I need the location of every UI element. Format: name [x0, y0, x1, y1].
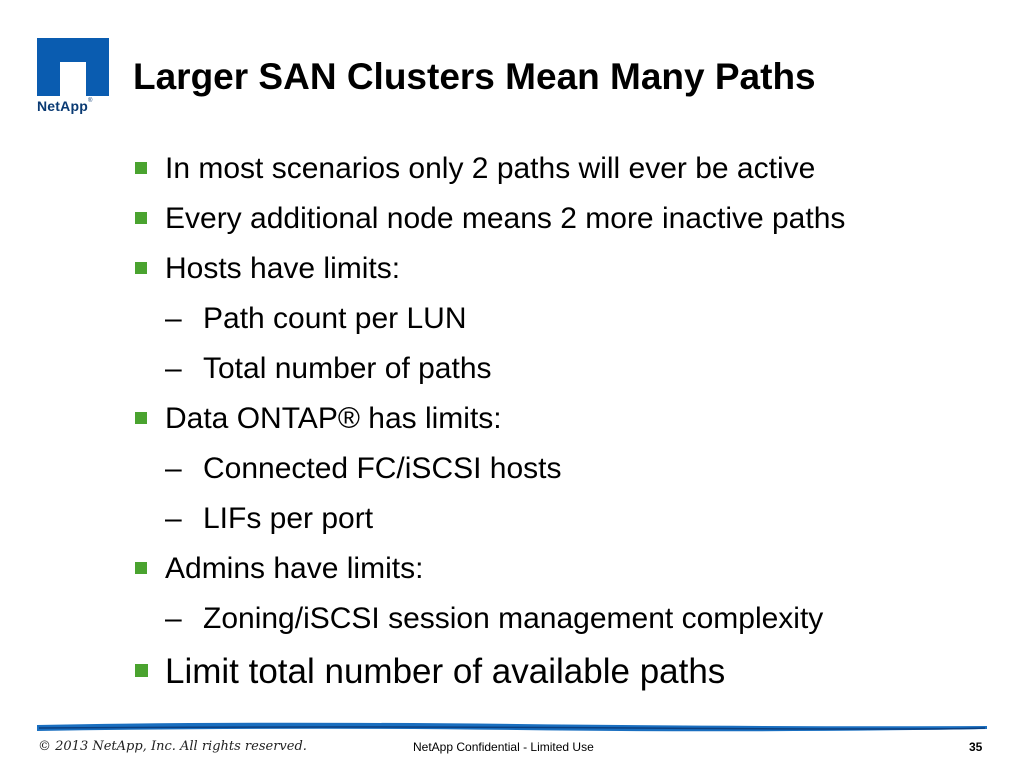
- bullet-square-icon: [135, 664, 148, 677]
- copyright-text: © 2013 NetApp, Inc. All rights reserved.: [38, 739, 307, 754]
- dash-marker: –: [165, 602, 182, 635]
- logo-name: NetApp: [37, 98, 88, 114]
- dash-marker: –: [165, 502, 182, 535]
- sub-bullet-text: Total number of paths: [203, 352, 492, 385]
- confidential-notice: NetApp Confidential - Limited Use: [413, 740, 594, 754]
- bullet-square-icon: [135, 412, 147, 424]
- sub-bullet-text: Path count per LUN: [203, 302, 467, 335]
- dash-marker: –: [165, 302, 182, 335]
- slide-title: Larger SAN Clusters Mean Many Paths: [133, 56, 816, 97]
- bullet-square-icon: [135, 212, 147, 224]
- bullet-square-icon: [135, 262, 147, 274]
- dash-marker: –: [165, 452, 182, 485]
- bullet-item: Every additional node means 2 more inact…: [133, 194, 1003, 244]
- netapp-logo-icon: [37, 38, 109, 96]
- bullet-text: Hosts have limits:: [165, 252, 401, 285]
- bullet-text: In most scenarios only 2 paths will ever…: [165, 152, 816, 185]
- bullet-text: Data ONTAP® has limits:: [165, 402, 502, 435]
- dash-marker: –: [165, 352, 182, 385]
- sub-bullet-item: –LIFs per port: [133, 494, 1003, 544]
- logo-trademark: ®: [87, 98, 93, 104]
- sub-bullet-text: Zoning/iSCSI session management complexi…: [203, 602, 824, 635]
- sub-bullet-item: –Path count per LUN: [133, 294, 1003, 344]
- sub-bullet-item: –Connected FC/iSCSI hosts: [133, 444, 1003, 494]
- bullet-text: Every additional node means 2 more inact…: [165, 202, 846, 235]
- bullet-item: Admins have limits:: [133, 544, 1003, 594]
- bullet-item-emphasis: Limit total number of available paths: [133, 644, 1003, 700]
- bullet-text: Limit total number of available paths: [165, 652, 726, 691]
- bullet-list: In most scenarios only 2 paths will ever…: [133, 144, 1003, 700]
- bullet-item: Hosts have limits:: [133, 244, 1003, 294]
- sub-bullet-item: –Zoning/iSCSI session management complex…: [133, 594, 1003, 644]
- sub-bullet-item: –Total number of paths: [133, 344, 1003, 394]
- bullet-item: In most scenarios only 2 paths will ever…: [133, 144, 1003, 194]
- page-number: 35: [969, 740, 983, 754]
- bullet-text: Admins have limits:: [165, 552, 424, 585]
- bullet-square-icon: [135, 162, 147, 174]
- sub-bullet-text: LIFs per port: [203, 502, 374, 535]
- netapp-logo: NetApp®: [37, 38, 111, 114]
- bullet-square-icon: [135, 562, 147, 574]
- sub-bullet-text: Connected FC/iSCSI hosts: [203, 452, 562, 485]
- logo-wordmark: NetApp®: [37, 98, 111, 114]
- footer-brush-line: [37, 722, 987, 732]
- bullet-item: Data ONTAP® has limits:: [133, 394, 1003, 444]
